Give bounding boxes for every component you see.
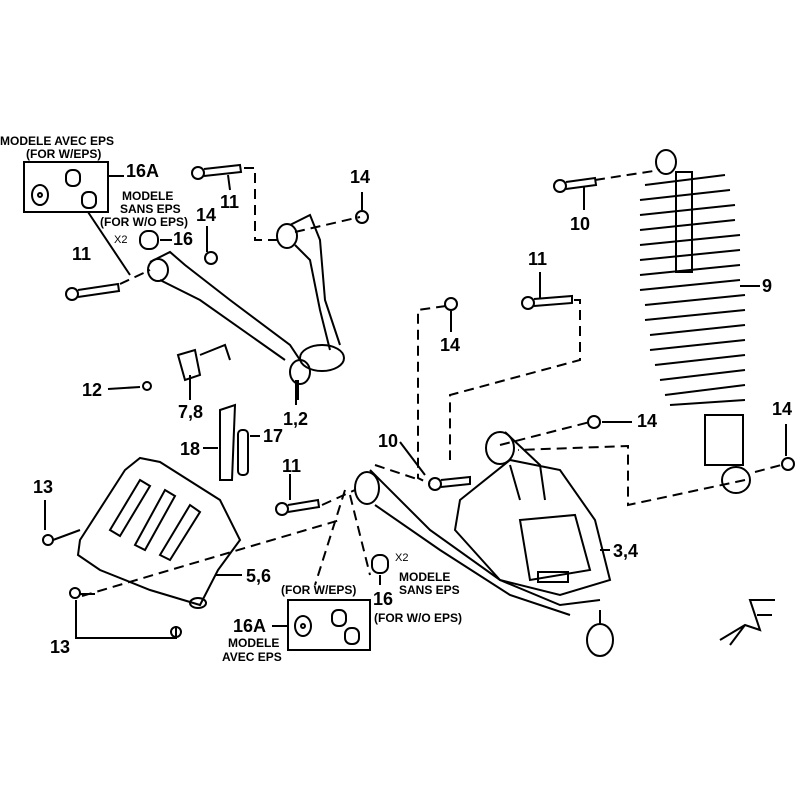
- note-avec-eps: MODELE AVEC EPS: [0, 134, 115, 148]
- coil-over-shock: [639, 149, 751, 494]
- callout-14: 14: [350, 167, 371, 187]
- bushing-icon: [31, 169, 97, 209]
- callout-13: 13: [33, 477, 54, 497]
- note-avec-eps: AVEC EPS: [222, 650, 282, 664]
- upper-control-arm: [147, 213, 345, 400]
- callout-3-4: 3,4: [613, 541, 639, 561]
- callout-16: 16: [173, 229, 194, 249]
- callout-16A: 16A: [126, 161, 160, 181]
- bushing-icon: [139, 230, 389, 574]
- note-for-wo-eps: (FOR W/O EPS): [374, 611, 462, 625]
- note-modele: MODELE: [399, 570, 451, 584]
- note-for-w-eps: (FOR W/EPS): [281, 583, 357, 597]
- callout-11: 11: [72, 244, 92, 264]
- callout-14: 14: [637, 411, 658, 431]
- callout-14: 14: [196, 205, 217, 225]
- qty-x2: X2: [395, 552, 409, 564]
- callout-10: 10: [378, 431, 399, 451]
- assembly-leader-lines: [81, 167, 786, 597]
- part-17: [237, 429, 249, 476]
- callout-17: 17: [263, 426, 284, 446]
- callout-11: 11: [220, 192, 240, 212]
- note-for-w-eps: (FOR W/EPS): [26, 147, 102, 161]
- qty-x2: X2: [114, 234, 128, 246]
- note-sans-eps: SANS EPS: [399, 583, 460, 597]
- callout-10: 10: [570, 214, 591, 234]
- callout-11: 11: [528, 249, 548, 269]
- note-modele: MODELE: [122, 189, 174, 203]
- callout-leaders: [44, 174, 787, 639]
- callout-14: 14: [772, 399, 793, 419]
- part-18: [219, 403, 237, 481]
- front-direction-arrow-icon: [719, 599, 775, 646]
- callout-16: 16: [373, 589, 394, 609]
- bushing-icon: [294, 609, 360, 645]
- bolt-icon: [42, 163, 598, 638]
- note-for-wo-eps: (FOR W/O EPS): [100, 215, 188, 229]
- note-modele: MODELE: [228, 636, 280, 650]
- eps-bushing-box-top: [23, 161, 109, 213]
- callout-7-8: 7,8: [178, 402, 204, 422]
- callout-5-6: 5,6: [246, 566, 272, 586]
- callout-16A: 16A: [233, 616, 267, 636]
- callout-13: 13: [50, 637, 71, 657]
- callout-18: 18: [180, 439, 201, 459]
- lower-control-arm: [354, 431, 614, 657]
- nut-icon: [142, 210, 795, 471]
- callout-9: 9: [762, 276, 773, 296]
- callout-14: 14: [440, 335, 461, 355]
- bracket-7-8: [176, 343, 231, 382]
- note-sans-eps: SANS EPS: [120, 202, 181, 216]
- callout-1-2: 1,2: [283, 409, 309, 429]
- callout-11: 11: [282, 456, 302, 476]
- callout-12: 12: [82, 380, 103, 400]
- skid-plate: [76, 456, 242, 609]
